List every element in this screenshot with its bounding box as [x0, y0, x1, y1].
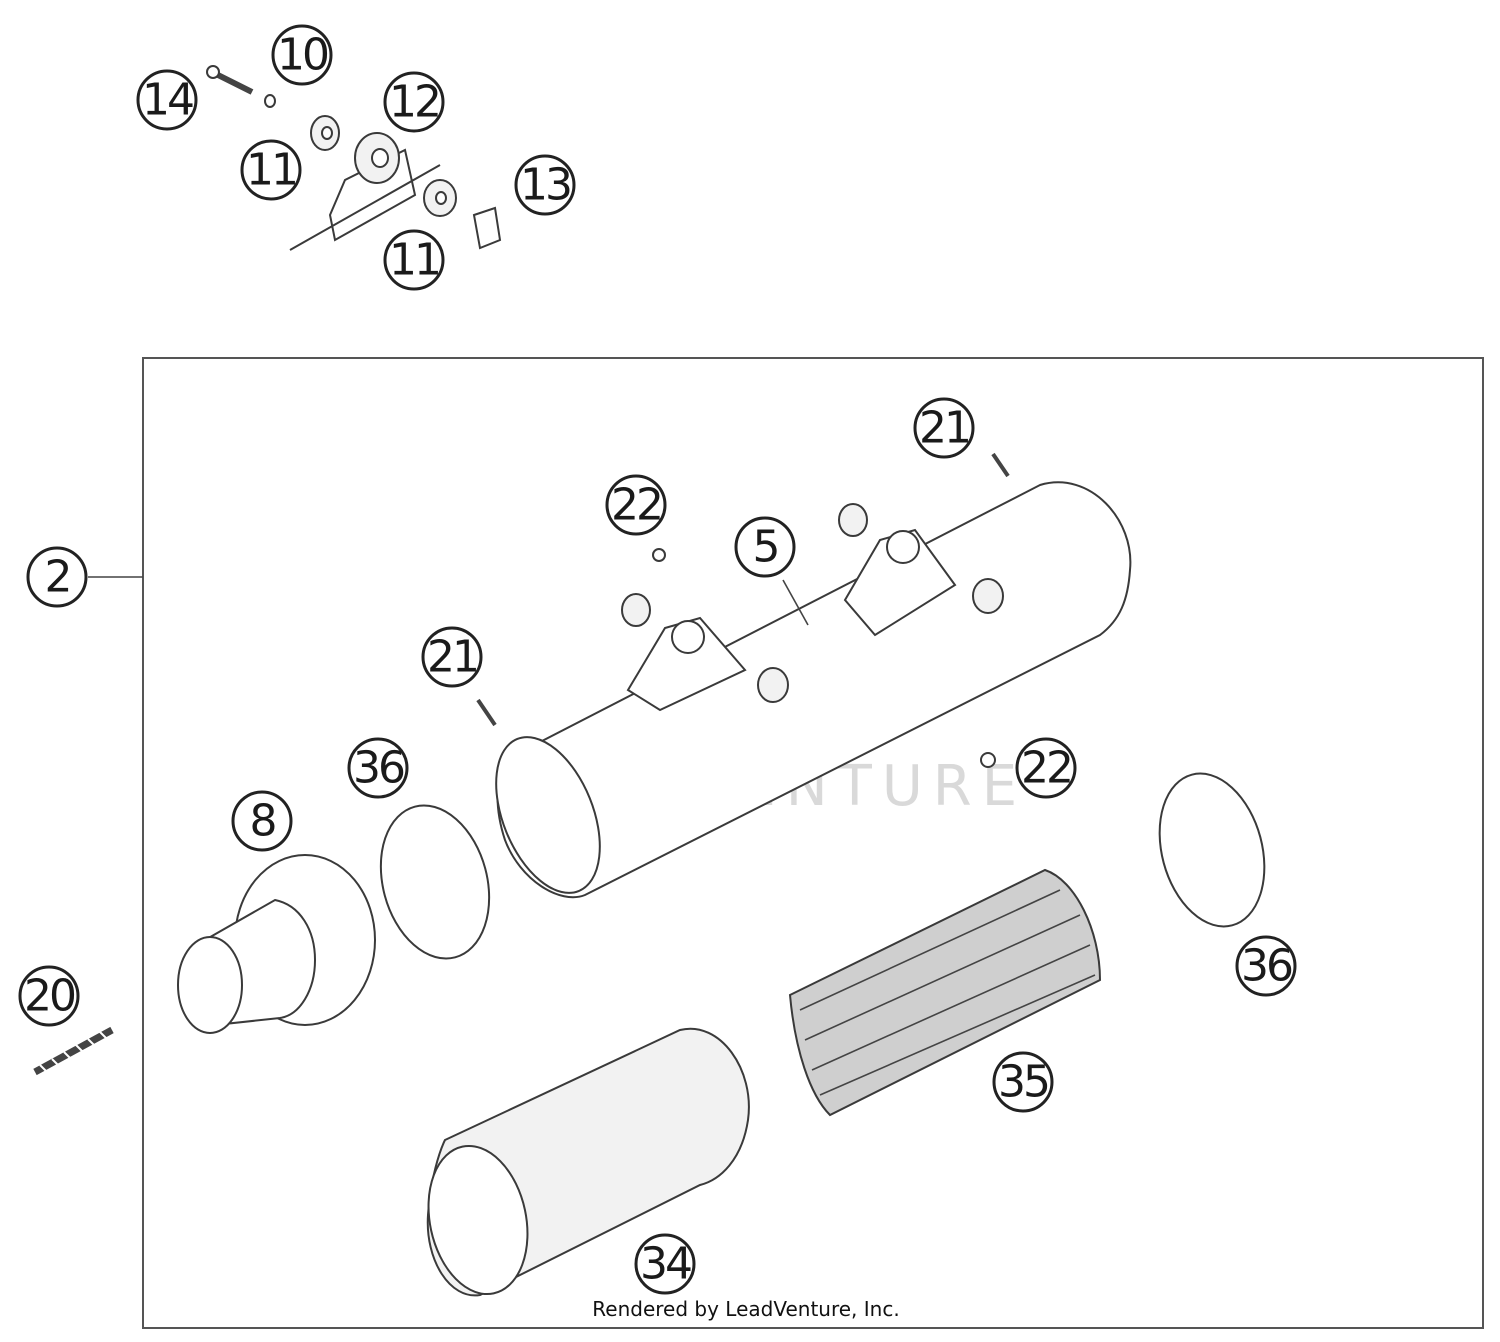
mounting-tab-rear-eye — [886, 530, 920, 564]
tab-grommet-1 — [621, 593, 651, 627]
callout-circle — [383, 71, 445, 133]
callout-circle — [271, 24, 333, 86]
callout-11-upper: 11 — [240, 139, 302, 201]
assembly-frame — [142, 357, 1484, 1329]
callout-21-rear: 21 — [913, 397, 975, 459]
spring-20-coils — [39, 1031, 109, 1074]
rivet-21-front — [476, 698, 497, 727]
mounting-tab-front — [626, 616, 747, 712]
callout-circle — [240, 139, 302, 201]
callout-label: 22 — [611, 480, 661, 531]
callout-35: 35 — [992, 1051, 1054, 1113]
packing-tube-end — [427, 1144, 529, 1296]
callout-label: 35 — [998, 1057, 1048, 1108]
packing-34 — [426, 1027, 750, 1297]
mounting-tab-rear — [843, 528, 957, 637]
gasket-36-right — [1158, 772, 1266, 928]
callout-21-front: 21 — [421, 626, 483, 688]
callout-label: 36 — [1241, 941, 1292, 992]
clip-13 — [472, 206, 502, 250]
gasket-36-left — [379, 804, 491, 960]
callout-label: 12 — [389, 77, 439, 128]
credit-text: Rendered by LeadVenture, Inc. — [592, 1297, 899, 1321]
mesh-tube — [788, 868, 1102, 1117]
screw-22-side — [980, 752, 996, 768]
callout-8: 8 — [231, 790, 293, 852]
callout-circle — [136, 69, 198, 131]
callout-20: 20 — [18, 965, 80, 1027]
callout-circle — [605, 474, 667, 536]
end-cap-outlet — [177, 936, 243, 1034]
screw-22-top — [652, 548, 666, 562]
callout-11-lower: 11 — [383, 229, 445, 291]
callout-circle — [992, 1051, 1054, 1113]
callout-label: 34 — [640, 1239, 691, 1290]
callout-label: 14 — [142, 75, 193, 126]
callout-circle — [383, 229, 445, 291]
callout-circle — [913, 397, 975, 459]
callout-label: 22 — [1021, 743, 1071, 794]
callout-34: 34 — [634, 1233, 696, 1295]
mounting-tab-front-eye — [671, 620, 705, 654]
callout-circle — [734, 516, 796, 578]
spring-20 — [33, 1026, 114, 1076]
callout-22-top: 22 — [605, 474, 667, 536]
callout-label: 11 — [246, 145, 296, 196]
tab-grommet-4 — [972, 578, 1004, 614]
callout-label: 21 — [427, 632, 477, 683]
bolt-14-head — [206, 65, 220, 79]
callout-circle — [26, 546, 88, 608]
mesh-hatching — [799, 889, 1096, 1096]
callout-label: 5 — [753, 522, 778, 573]
callout-circle — [231, 790, 293, 852]
callout-circle — [421, 626, 483, 688]
mesh-insert-35 — [788, 868, 1102, 1117]
callout-13: 13 — [514, 154, 576, 216]
callout-36-left: 36 — [347, 737, 409, 799]
callout-circle — [514, 154, 576, 216]
callout-label: 11 — [389, 235, 439, 286]
callout-circle — [634, 1233, 696, 1295]
callout-10: 10 — [271, 24, 333, 86]
callout-36-right: 36 — [1235, 935, 1297, 997]
callout-label: 13 — [520, 160, 570, 211]
callout-2: 2 — [26, 546, 88, 608]
bracket-plate — [289, 148, 441, 251]
grommet-11-lower-hole — [435, 191, 447, 205]
callout-label: 21 — [919, 403, 969, 454]
end-cap-8 — [177, 854, 376, 1034]
callout-label: 8 — [250, 796, 275, 847]
grommet-11-upper-hole — [321, 126, 333, 140]
washer-10 — [264, 94, 276, 108]
callout-circle — [347, 737, 409, 799]
muffler-end-cap — [495, 736, 601, 894]
muffler-body-5 — [476, 452, 1132, 899]
callout-label: 10 — [277, 30, 328, 81]
mounting-bracket-group — [206, 65, 502, 251]
callout-12: 12 — [383, 71, 445, 133]
callout-14: 14 — [136, 69, 198, 131]
callout-circle — [18, 965, 80, 1027]
callout-label: 36 — [353, 743, 404, 794]
callout-22-side: 22 — [1015, 737, 1077, 799]
callout-label: 2 — [45, 552, 70, 603]
callout-label: 20 — [24, 971, 75, 1022]
callout-circle — [1235, 935, 1297, 997]
grommet-12-hole — [371, 148, 389, 168]
tab-grommet-3 — [838, 503, 868, 537]
callout-5: 5 — [734, 516, 796, 578]
rivet-21-rear — [991, 452, 1010, 478]
tab-grommet-2 — [757, 667, 789, 703]
leader-line-5 — [782, 579, 809, 626]
muffler-shell — [496, 481, 1132, 899]
callout-circle — [1015, 737, 1077, 799]
